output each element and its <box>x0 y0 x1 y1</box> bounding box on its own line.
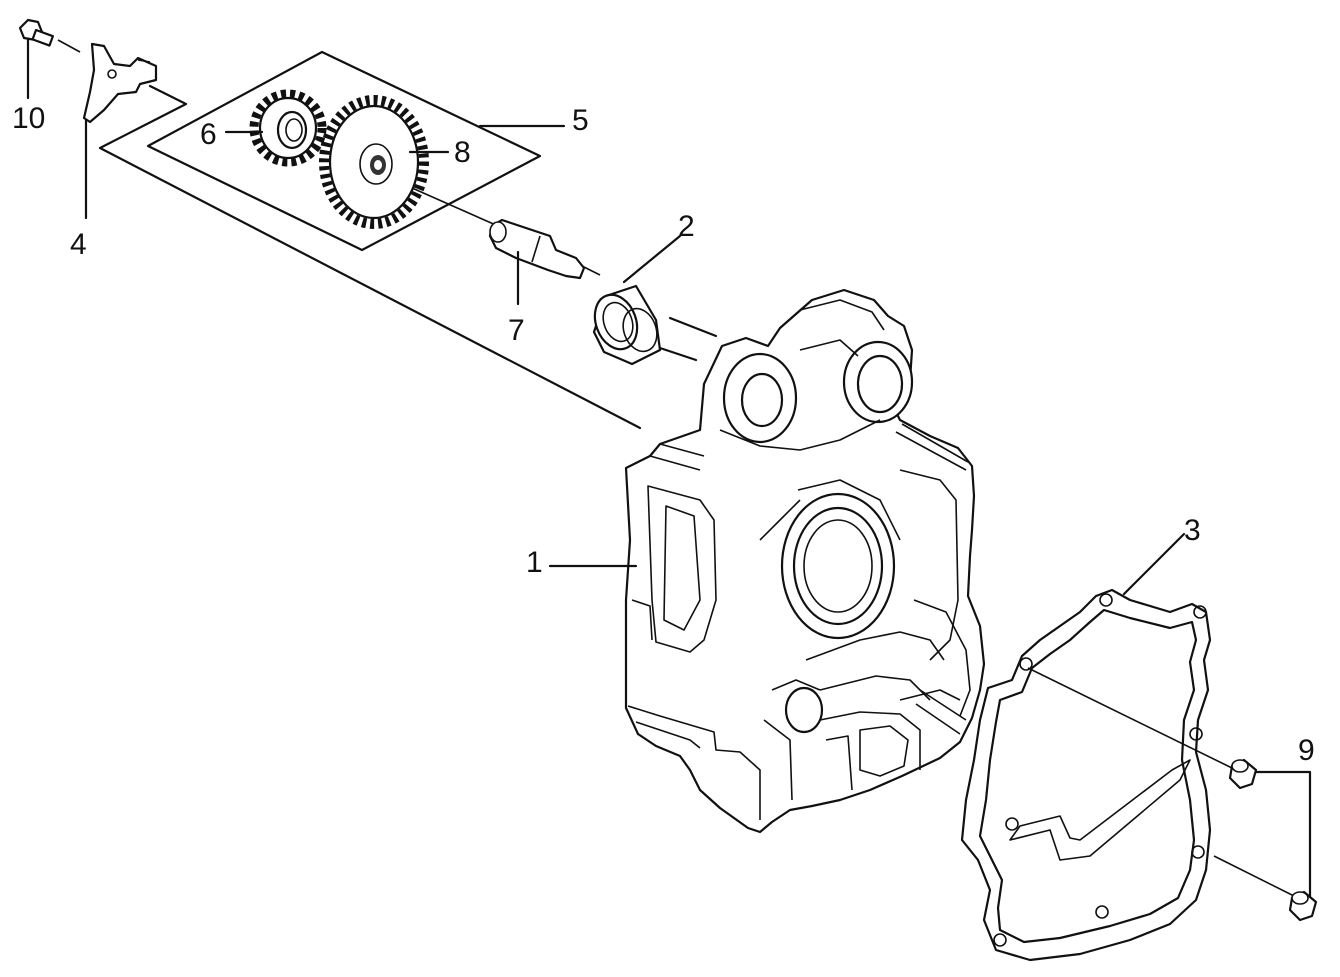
part-4-bracket <box>82 42 158 220</box>
part-3-gasket <box>960 532 1212 962</box>
part-8-large-gear <box>319 95 429 229</box>
callout-3: 3 <box>1184 514 1201 547</box>
part-10-bolt <box>18 18 81 100</box>
part-9-dowel-pins <box>1228 758 1318 922</box>
callout-9: 9 <box>1298 734 1315 767</box>
part-1-crankcase <box>548 288 986 834</box>
callout-1: 1 <box>526 546 543 579</box>
callout-8: 8 <box>454 136 471 169</box>
leader-lines <box>224 124 566 154</box>
callout-2: 2 <box>678 210 695 243</box>
callout-4: 4 <box>70 228 87 261</box>
callout-7: 7 <box>508 314 525 347</box>
part-7-shaft <box>488 218 586 306</box>
callout-labels: 10 4 5 6 8 2 7 1 3 9 <box>12 102 1315 767</box>
guide-lines <box>98 84 1299 899</box>
callout-10: 10 <box>12 102 45 135</box>
callout-5: 5 <box>572 104 589 137</box>
part-2-bushing <box>592 234 682 366</box>
part-6-small-gear <box>249 89 327 167</box>
callout-6: 6 <box>200 118 217 151</box>
part-5-kit-outline <box>146 50 542 252</box>
